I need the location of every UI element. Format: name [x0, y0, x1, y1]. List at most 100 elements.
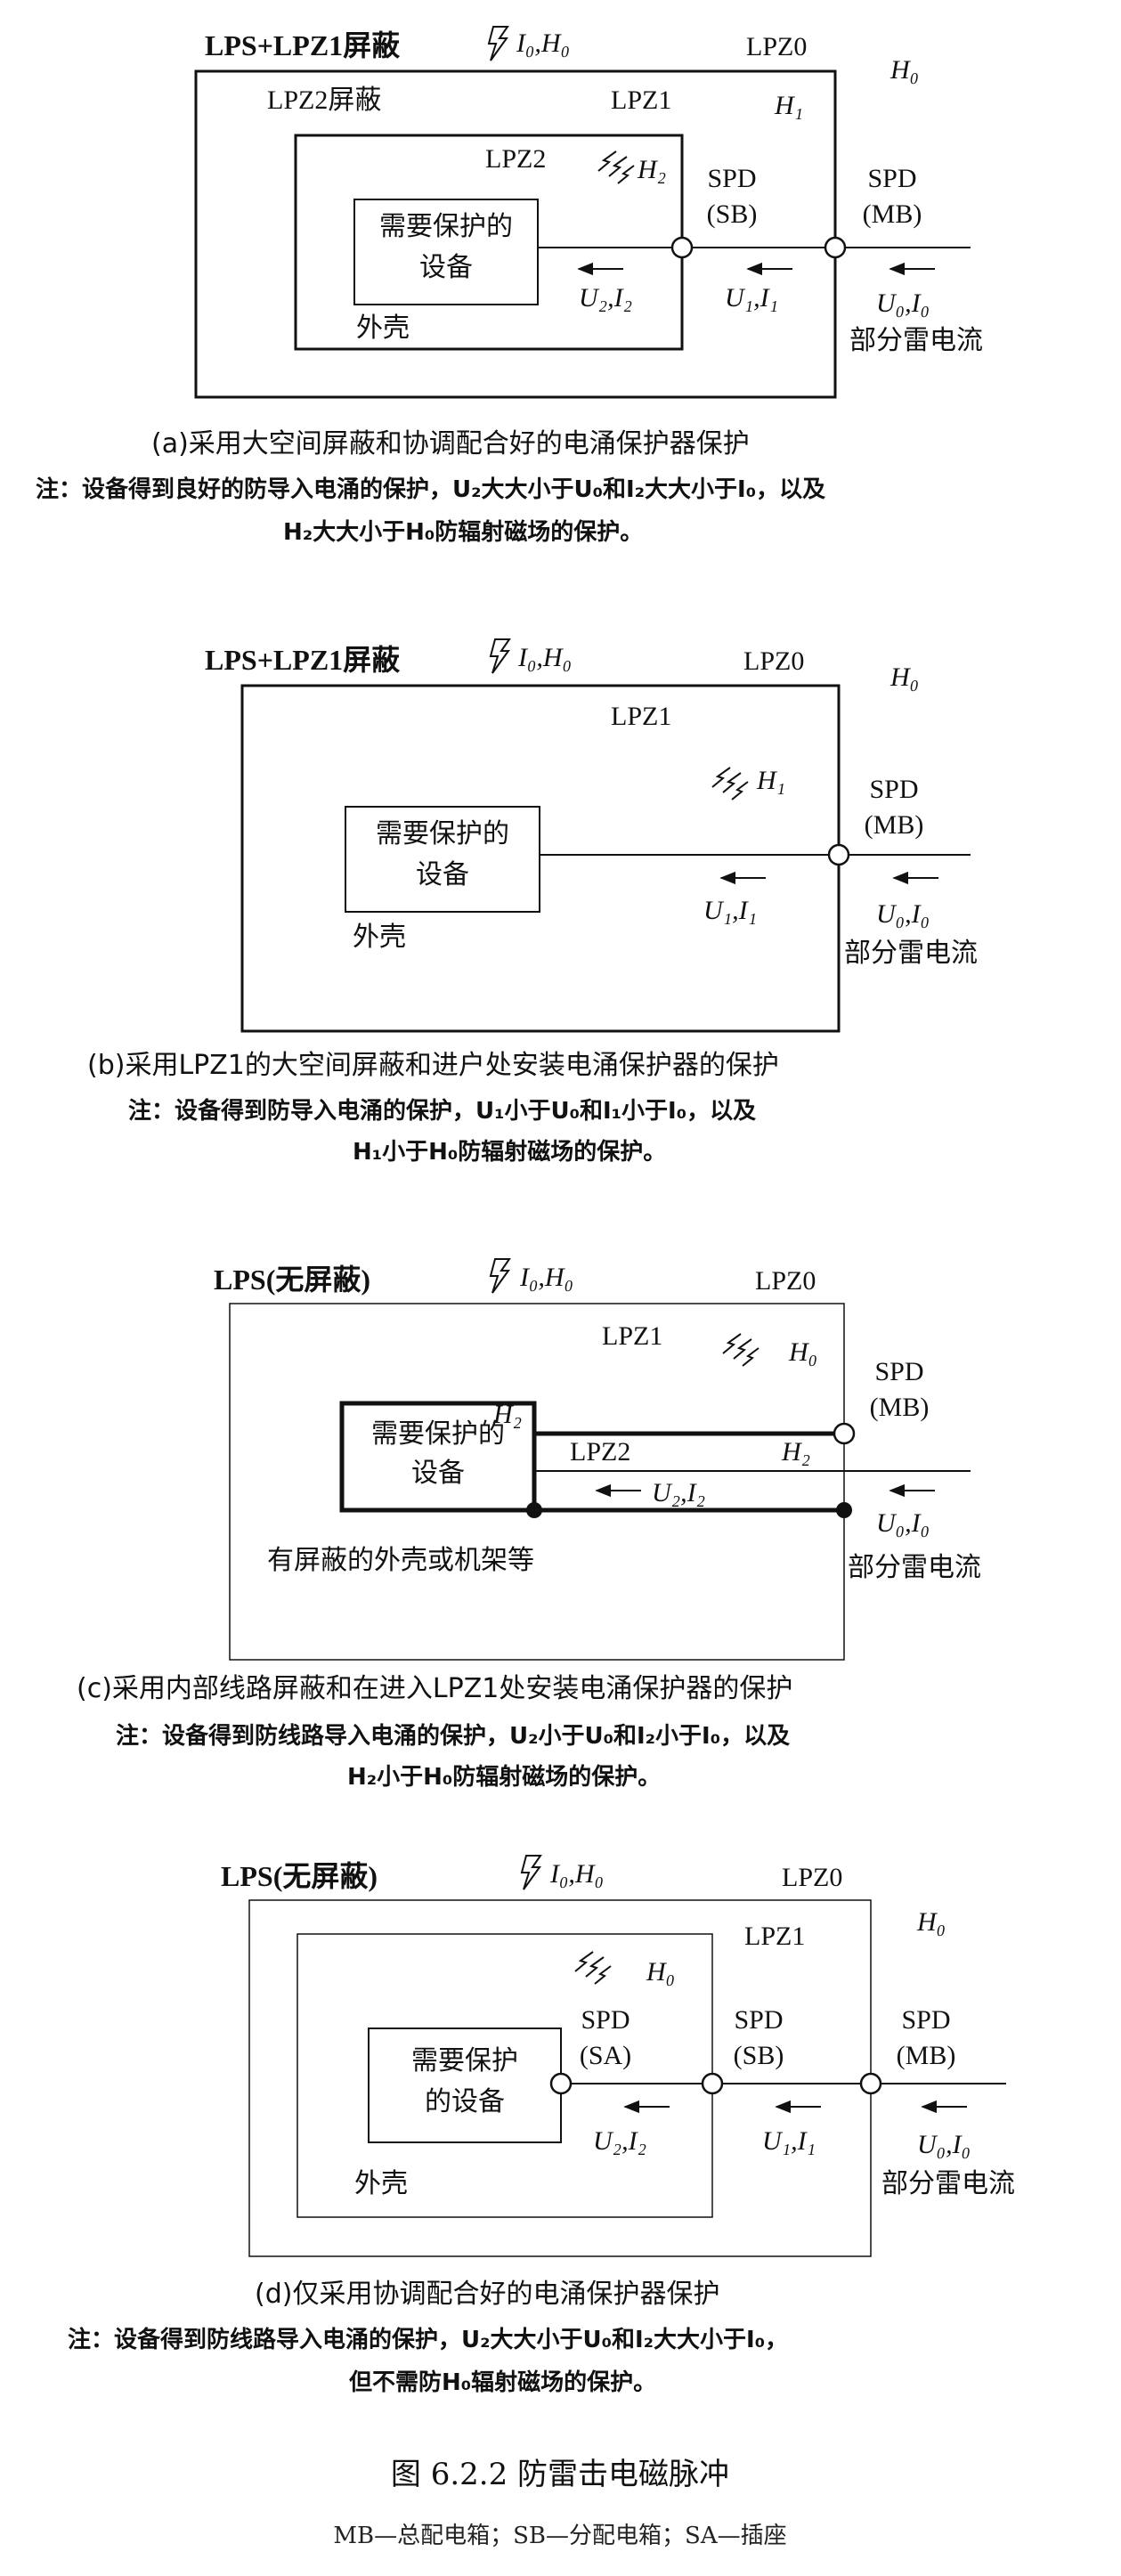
device-label-line1: 需要保护的: [376, 819, 509, 849]
shielded-housing-label: 有屏蔽的外壳或机架等: [267, 1546, 534, 1575]
i0-h0-label: I₀,H₀: [549, 1859, 604, 1889]
i0-h0-label: I₀,H₀: [517, 643, 572, 672]
shielded-device-box: [339, 1401, 537, 1513]
spd-mb-label: SPD: [869, 775, 918, 804]
magnetic-field-icon: [574, 1951, 612, 1985]
h1-label: H₁: [774, 91, 803, 120]
lpz2-label: LPZ2: [570, 1437, 630, 1467]
spd-mb-node: [833, 1422, 856, 1445]
lpz1-label: LPZ1: [744, 1922, 805, 1951]
lpz1-enclosure: [194, 69, 837, 399]
u1-i1-label: U₁,I₁: [762, 2126, 816, 2156]
device-label-line1: 需要保护的: [379, 212, 513, 241]
device-label-line2: 设备: [416, 860, 469, 890]
spd-mb-label: SPD: [901, 2005, 950, 2035]
h0-label: H₀: [889, 55, 919, 85]
lightning-bolt-icon: [490, 638, 510, 674]
spd-mb-node: [827, 843, 850, 866]
spd-mb-node: [859, 2072, 882, 2095]
u2-i2-label: U₂,I₂: [593, 2126, 646, 2156]
spd-mb-type: (MB): [863, 199, 922, 229]
lpz0-label: LPZ0: [755, 1266, 816, 1296]
spd-sa-type: (SA): [580, 2041, 631, 2070]
u2-i2-label: U₂,I₂: [579, 283, 632, 313]
u0-i0-label: U₀,I₀: [876, 288, 930, 318]
i0-h0-label: I₀,H₀: [519, 1263, 573, 1292]
bond-node-entry: [836, 1502, 852, 1518]
spd-mb-type: (MB): [897, 2041, 956, 2070]
h2-line-label: H₂: [781, 1437, 810, 1467]
note-d-line2: 但不需防H₀辐射磁场的保护。: [349, 2369, 656, 2396]
panel-c: LPS(无屏蔽) I₀,H₀ LPZ0 LPZ1 H₀ 需要保护的 设备 H₂ …: [77, 1258, 981, 1791]
note-d-line1: 注：设备得到防线路导入电涌的保护，U₂大大小于U₀和I₂大大小于I₀，: [68, 2326, 788, 2353]
h2-label: H₂: [637, 155, 666, 184]
spd-mb-type: (MB): [870, 1393, 930, 1422]
device-box: [353, 199, 539, 305]
housing-label: 外壳: [354, 2169, 408, 2198]
figure-legend: MB—总配电箱；SB—分配电箱；SA—插座: [333, 2523, 786, 2549]
partial-current-label: 部分雷电流: [881, 2169, 1015, 2198]
u2-i2-label: U₂,I₂: [652, 1478, 705, 1507]
partial-current-label: 部分雷电流: [849, 326, 983, 355]
spd-sb-node: [701, 2072, 724, 2095]
note-a-line2: H₂大大小于H₀防辐射磁场的保护。: [283, 518, 643, 546]
lpz1-label: LPZ1: [611, 702, 671, 731]
housing-label: 外壳: [353, 922, 406, 952]
spd-sb-type: (SB): [734, 2041, 784, 2070]
lightning-bolt-icon: [488, 26, 508, 61]
u0-i0-label: U₀,I₀: [917, 2130, 971, 2159]
lightning-bolt-icon: [490, 1258, 510, 1294]
lps-no-shield-label: LPS(无屏蔽): [221, 1860, 378, 1892]
housing-label: 外壳: [356, 313, 410, 343]
spd-mb-type: (MB): [865, 810, 924, 840]
note-b-line1: 注：设备得到防导入电涌的保护，U₁小于U₀和I₁小于I₀，以及: [128, 1097, 756, 1125]
spd-sa-node: [549, 2072, 573, 2095]
h2-device-label: H₂: [492, 1400, 522, 1429]
spd-sa-label: SPD: [581, 2005, 630, 2035]
note-c-line1: 注：设备得到防线路导入电涌的保护，U₂小于U₀和I₂小于I₀，以及: [116, 1722, 790, 1750]
i0-h0-label: I₀,H₀: [516, 28, 570, 58]
figure-title: 图 6.2.2 防雷击电磁脉冲: [391, 2457, 729, 2492]
note-c-line2: H₂小于H₀防辐射磁场的保护。: [347, 1763, 661, 1791]
lps-lpz1-shield-label: LPS+LPZ1屏蔽: [205, 29, 401, 61]
device-label-line2: 设备: [411, 1459, 465, 1488]
magnetic-field-icon: [722, 1333, 760, 1367]
lpz0-label: LPZ0: [743, 646, 804, 676]
device-label-line1: 需要保护: [411, 2046, 518, 2076]
bond-node-device: [526, 1502, 542, 1518]
note-a-line1: 注：设备得到良好的防导入电涌的保护，U₂大大小于U₀和I₂大大小于I₀，以及: [36, 475, 825, 503]
caption-a: (a)采用大空间屏蔽和协调配合好的电涌保护器保护: [151, 428, 750, 459]
caption-c: (c)采用内部线路屏蔽和在进入LPZ1处安装电涌保护器的保护: [77, 1673, 792, 1704]
panel-b: LPS+LPZ1屏蔽 I₀,H₀ LPZ0 H₀ LPZ1 H₁ 需要保护的 设…: [87, 638, 978, 1166]
spd-mb-node: [824, 236, 847, 259]
device-label-line2: 设备: [419, 253, 473, 282]
partial-current-label: 部分雷电流: [844, 939, 978, 968]
lpz1-zone-outline: [229, 1303, 845, 1661]
lpz0-label: LPZ0: [782, 1863, 842, 1892]
magnetic-field-icon: [597, 150, 635, 184]
lpz0-label: LPZ0: [746, 32, 807, 61]
partial-current-label: 部分雷电流: [848, 1553, 981, 1582]
spd-sb-type: (SB): [707, 199, 758, 229]
magnetic-field-icon: [711, 767, 749, 800]
u1-i1-label: U₁,I₁: [703, 896, 757, 925]
device-label-line1: 需要保护的: [371, 1419, 505, 1449]
caption-d: (d)仅采用协调配合好的电涌保护器保护: [255, 2279, 719, 2310]
spd-sb-label: SPD: [707, 164, 756, 193]
spd-mb-label: SPD: [867, 164, 916, 193]
device-box: [345, 806, 540, 913]
h0-label: H₀: [788, 1337, 817, 1367]
note-b-line2: H₁小于H₀防辐射磁场的保护。: [353, 1138, 666, 1166]
lpz2-shield-label: LPZ2屏蔽: [267, 85, 381, 115]
spd-sb-node: [670, 236, 694, 259]
h0-inner-label: H₀: [646, 1957, 675, 1987]
u0-i0-label: U₀,I₀: [876, 1508, 930, 1538]
lpz1-label: LPZ1: [602, 1321, 662, 1351]
u0-i0-label: U₀,I₀: [876, 899, 930, 929]
spd-sb-label: SPD: [734, 2005, 783, 2035]
lps-lpz1-shield-label: LPS+LPZ1屏蔽: [205, 644, 401, 676]
lpz1-label: LPZ1: [611, 85, 671, 115]
lpz2-label: LPZ2: [485, 144, 546, 174]
device-label-line2: 的设备: [425, 2087, 505, 2117]
